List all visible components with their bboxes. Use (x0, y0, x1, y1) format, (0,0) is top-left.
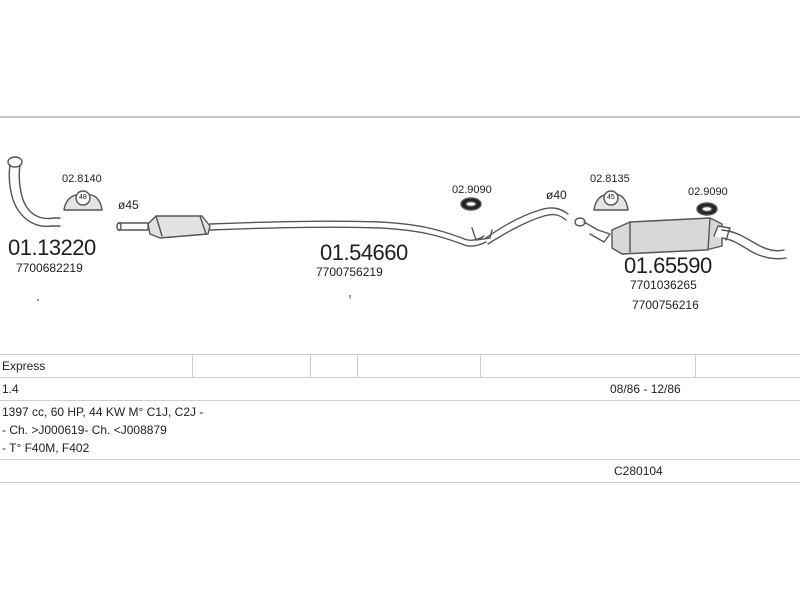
rear-muffler-code: 01.65590 (624, 253, 712, 278)
exhaust-drawing (7, 156, 787, 301)
rear-muffler-shape (611, 217, 723, 255)
clamp-front-diameter: 48 (79, 194, 87, 201)
spec-cell: 1397 cc, 60 HP, 44 KW M° C1J, C2J - (2, 405, 204, 419)
exhaust-diagram: 02.8140 48 01.13220 7700682219 ø45 01.54… (0, 118, 800, 354)
rubber-mount-rear-code: 02.9090 (688, 186, 728, 198)
table-row-ref: C280104 (0, 460, 800, 483)
rubber-mount-mid-shape (460, 197, 482, 211)
rear-inlet-shape (574, 217, 611, 243)
top-border (0, 116, 800, 118)
clamp-rear-shape (593, 190, 629, 211)
chassis-cell: - Ch. >J000619- Ch. <J008879 (2, 423, 167, 437)
rubber-mount-rear-shape (696, 202, 718, 216)
rear-muffler-oem-1: 7701036265 (630, 278, 697, 292)
gearbox-cell: - T° F40M, F402 (2, 441, 90, 455)
clamp-front-code: 02.8140 (62, 173, 102, 185)
clamp-front-shape (63, 190, 103, 211)
middle-muffler-oem: 7700756219 (316, 265, 383, 279)
clamp-rear-diameter: 45 (607, 194, 615, 201)
years-cell: 08/86 - 12/86 (610, 382, 681, 396)
rear-pipe-shape (485, 207, 569, 239)
front-pipe-oem: 7700682219 (16, 261, 83, 275)
front-pipe-shape (7, 156, 61, 228)
model-cell: Express (2, 359, 46, 373)
tail-pipe-shape (721, 229, 785, 252)
middle-pipe-inlet-shape (116, 222, 149, 231)
middle-pipe-shape (209, 220, 485, 241)
table-row-spec: 1397 cc, 60 HP, 44 KW M° C1J, C2J - - Ch… (0, 401, 800, 460)
rear-pipe-diameter: ø40 (546, 188, 567, 202)
table-row-engine: 1.4 08/86 - 12/86 (0, 378, 800, 401)
clamp-rear-code: 02.8135 (590, 173, 630, 185)
middle-pipe-diameter: ø45 (118, 198, 139, 212)
ref-cell: C280104 (614, 464, 663, 478)
rubber-mount-mid-code: 02.9090 (452, 184, 492, 196)
rear-muffler-oem-2: 7700756216 (632, 298, 699, 312)
engine-cell: 1.4 (2, 382, 19, 396)
middle-muffler-shape (147, 215, 211, 239)
table-row-model: Express (0, 354, 800, 378)
middle-muffler-code: 01.54660 (320, 240, 408, 265)
vehicle-table: Express 1.4 08/86 - 12/86 1397 cc, 60 HP… (0, 354, 800, 483)
front-pipe-code: 01.13220 (8, 235, 96, 260)
